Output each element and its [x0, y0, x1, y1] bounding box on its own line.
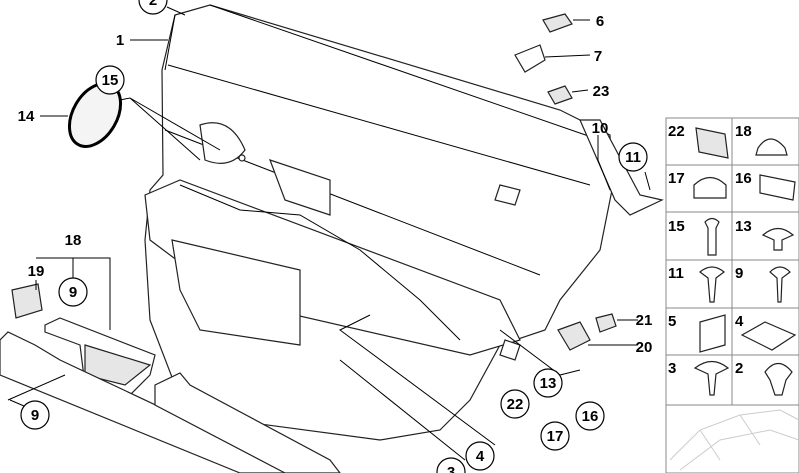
screw-13: [761, 227, 795, 251]
leader-lines: [7, 6, 651, 461]
screw-3: [693, 360, 730, 396]
callout-9-upper[interactable]: 9: [58, 277, 88, 307]
svg-text:11: 11: [625, 149, 641, 166]
callout-1[interactable]: 1: [116, 32, 124, 49]
callout-18[interactable]: 18: [65, 232, 82, 249]
svg-text:4: 4: [476, 448, 485, 465]
parts-grid-labels: 22 18 17 16 15 13 11 9 5 4 3 2: [668, 123, 752, 377]
svg-text:3: 3: [447, 464, 455, 473]
callout-11[interactable]: 11: [618, 142, 648, 172]
grid-label[interactable]: 17: [668, 170, 685, 187]
callout-23[interactable]: 23: [593, 83, 610, 100]
callout-15[interactable]: 15: [95, 65, 125, 95]
callout-6[interactable]: 6: [596, 13, 604, 30]
svg-text:22: 22: [507, 396, 524, 413]
car-silhouette: [669, 409, 799, 471]
grid-label[interactable]: 22: [668, 123, 685, 140]
callout-4[interactable]: 4: [465, 441, 495, 471]
callout-9-lower[interactable]: 9: [20, 400, 50, 430]
grid-label[interactable]: 16: [735, 170, 752, 187]
callout-13[interactable]: 13: [533, 368, 563, 398]
grid-label[interactable]: 3: [668, 360, 676, 377]
screw-9: [769, 266, 791, 303]
callout-20[interactable]: 20: [636, 339, 653, 356]
part-21: [595, 313, 617, 333]
callout-17[interactable]: 17: [540, 421, 570, 451]
callout-19[interactable]: 19: [28, 263, 45, 280]
part-20: [557, 321, 591, 351]
callout-2[interactable]: 2: [138, 0, 168, 15]
clip-plate: [759, 174, 796, 201]
callout-22[interactable]: 22: [500, 389, 530, 419]
clip-part-6: [542, 13, 573, 33]
clip-part-23: [547, 85, 573, 105]
callout-7[interactable]: 7: [594, 48, 602, 65]
grid-label[interactable]: 5: [668, 313, 676, 330]
hex-nut: [693, 176, 727, 199]
grid-label[interactable]: 4: [735, 313, 744, 330]
parts-grid: [665, 117, 799, 473]
svg-text:15: 15: [102, 72, 119, 89]
grid-label[interactable]: 18: [735, 123, 752, 140]
clip-5: [699, 314, 726, 353]
expanding-rivet-2: [764, 362, 793, 396]
svg-text:9: 9: [31, 407, 39, 424]
armrest-trim-right: [154, 372, 341, 473]
grid-label[interactable]: 11: [668, 265, 684, 282]
svg-text:13: 13: [540, 375, 557, 392]
collar-nut: [755, 138, 788, 156]
callout-21[interactable]: 21: [636, 312, 653, 329]
emblem-badge: [695, 127, 729, 159]
grid-label[interactable]: 2: [735, 360, 743, 377]
callout-3[interactable]: 3: [436, 457, 466, 473]
svg-text:9: 9: [69, 284, 77, 301]
door-trim-panel: [144, 4, 613, 441]
svg-text:17: 17: [547, 428, 564, 445]
switch-button: [84, 344, 152, 386]
cover-cap-19: [11, 283, 43, 319]
callout-16[interactable]: 16: [575, 401, 605, 431]
callout-10[interactable]: 10: [592, 120, 609, 137]
svg-text:16: 16: [582, 408, 599, 425]
screw-11: [699, 266, 725, 303]
svg-text:2: 2: [149, 0, 157, 9]
callouts: 2 1 15 14 6 7 23 10 11 18 19 9 9 21 20 1…: [18, 0, 653, 473]
clip-part-7: [514, 44, 546, 73]
grid-label[interactable]: 9: [735, 265, 743, 282]
grid-label[interactable]: 13: [735, 218, 752, 235]
speed-nut-4: [740, 321, 797, 351]
callout-14[interactable]: 14: [18, 108, 35, 125]
screw-15: [704, 217, 720, 256]
grid-label[interactable]: 15: [668, 218, 685, 235]
trim-strip: [579, 119, 664, 216]
